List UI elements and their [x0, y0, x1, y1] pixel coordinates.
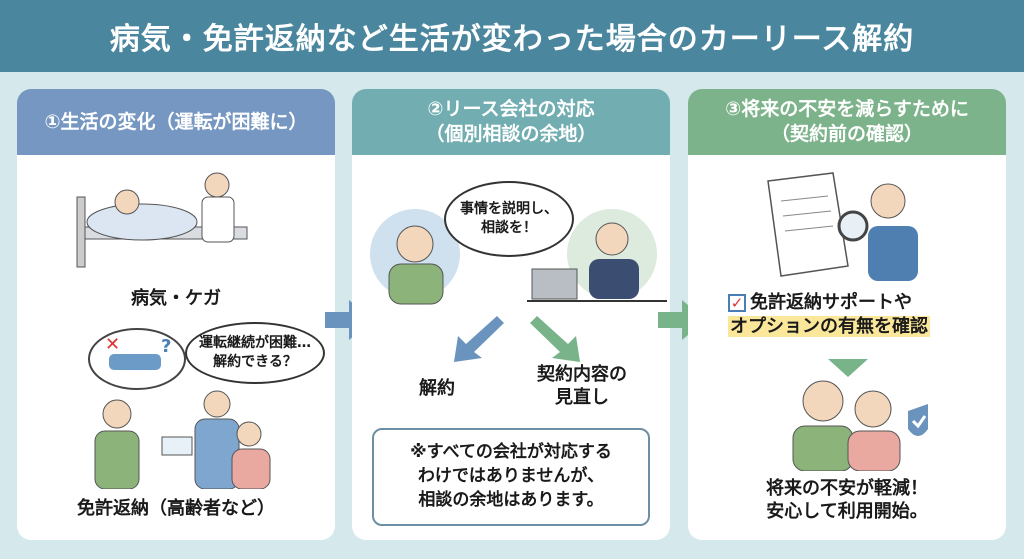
option-cancel: 解約 — [419, 378, 455, 399]
result-line: 安心して利用開始。 — [766, 501, 928, 523]
confirm-checklist-item: ✓免許返納サポートや オプションの有無を確認 — [728, 291, 930, 340]
arrow-down-icon — [828, 359, 868, 377]
consultation-illustration — [370, 209, 667, 305]
disclaimer-note: ※すべての会社が対応する わけではありませんが、 相談の余地はあります。 — [372, 428, 650, 526]
check-line: 免許返納サポートや — [750, 292, 912, 313]
option-review-line: 契約内容の — [537, 364, 627, 385]
panel-header-text: ③将来の不安を減らすために — [725, 98, 969, 121]
svg-text:✕: ✕ — [105, 334, 120, 355]
panel-life-change: ①生活の変化（運転が困難に） 病気・ケガ ✕ ? 運転継続が困難… 解約できる？… — [17, 89, 335, 540]
worry-bubble: 運転継続が困難… 解約できる？ — [185, 322, 325, 384]
panel-future-prep: ③将来の不安を減らすために （契約前の確認） ✓免許返納サポートや オプションの… — [688, 89, 1006, 540]
panel-header: ①生活の変化（運転が困難に） — [17, 89, 335, 155]
option-review: 契約内容の 見直し — [522, 363, 642, 410]
consult-bubble: 事情を説明し、 相談を！ — [444, 181, 574, 257]
relieved-couple-illustration — [792, 380, 928, 471]
note-line: ※すべての会社が対応する — [410, 442, 612, 463]
branch-arrows-icon — [454, 316, 580, 362]
illness-label: 病気・ケガ — [131, 288, 221, 309]
panel-lease-response: ②リース会社の対応 （個別相談の余地） 事情を説明し、 相談を！ 解約 契約内容… — [352, 89, 670, 540]
license-return-illustration — [94, 390, 271, 489]
note-line: 相談の余地はあります。 — [418, 489, 604, 510]
hospital-bed-illustration — [76, 172, 248, 268]
bubble-line: 運転継続が困難… — [199, 335, 311, 352]
panel-header: ③将来の不安を減らすために （契約前の確認） — [688, 89, 1006, 155]
panel-header-text: （契約前の確認） — [770, 123, 923, 145]
panel-header-text: ①生活の変化（運転が困難に） — [44, 110, 308, 133]
panel-header: ②リース会社の対応 （個別相談の余地） — [352, 89, 670, 155]
option-review-line: 見直し — [555, 387, 609, 409]
license-return-label: 免許返納（高齢者など） — [77, 498, 275, 519]
contract-check-illustration — [767, 172, 918, 281]
check-line: オプションの有無を確認 — [728, 316, 930, 338]
bubble-line: 解約できる？ — [213, 354, 297, 370]
panel-header-text: ②リース会社の対応 — [427, 98, 595, 121]
page-title: 病気・免許返納など生活が変わった場合のカーリース解約 — [0, 0, 1024, 72]
result-text: 将来の不安が軽減！ 安心して利用開始。 — [688, 477, 1006, 524]
checkbox-checked-icon: ✓ — [728, 294, 746, 312]
bubble-line: 事情を説明し、 — [460, 201, 558, 218]
svg-text:?: ? — [161, 336, 171, 357]
bubble-line: 相談を！ — [481, 220, 537, 236]
note-line: わけではありませんが、 — [417, 466, 605, 487]
result-line: 将来の不安が軽減！ — [766, 478, 928, 499]
panel-header-text: （個別相談の余地） — [425, 123, 597, 145]
car-thought-icon: ✕ ? — [88, 328, 186, 390]
